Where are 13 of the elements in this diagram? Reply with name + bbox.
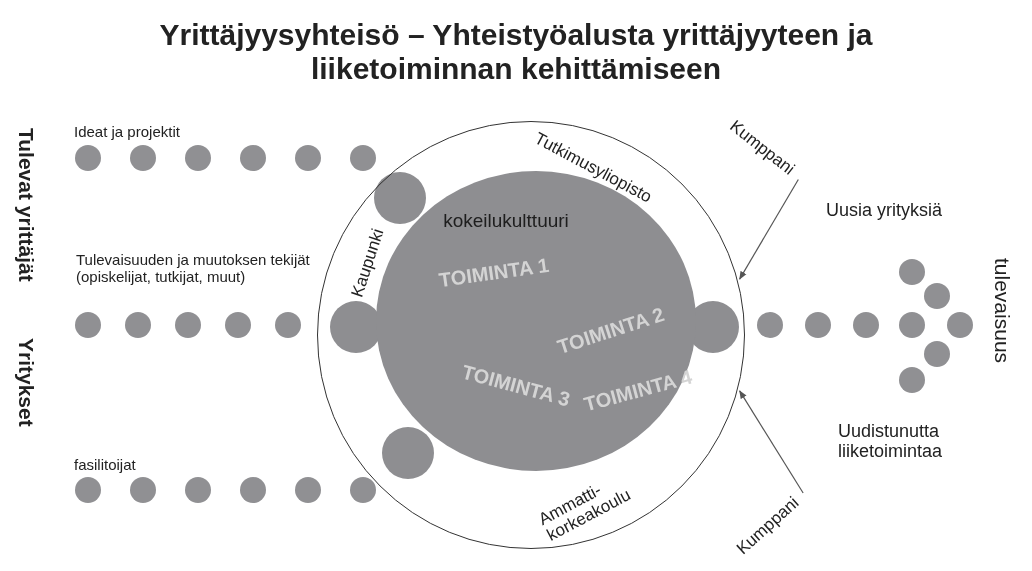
side-label: Yritykset [14,338,38,427]
row-label: fasilitoijat [74,456,136,473]
arrow [739,178,799,280]
side-label: tulevaisuus [990,258,1014,364]
outcome-label: Uusia yrityksiä [826,200,943,221]
activity-label: TOIMINTA 1 [437,253,551,293]
side-label: Tulevat yrittäjät [14,128,38,282]
culture-label: kokeilukulttuuri [443,210,569,232]
row-label: Tulevaisuuden ja muutoksen tekijät (opiskelijat, tutkijat, muut) [76,252,311,285]
arrow [739,390,804,494]
diagram-title: Yrittäjyysyhteisö – Yhteistyöalusta yrittäjyyteen ja liiketoiminnan kehittämiseen [158,18,874,86]
row-label: Ideat ja projektit [74,123,180,140]
outcome-label: Uudistunutta liiketoimintaa [838,422,944,462]
